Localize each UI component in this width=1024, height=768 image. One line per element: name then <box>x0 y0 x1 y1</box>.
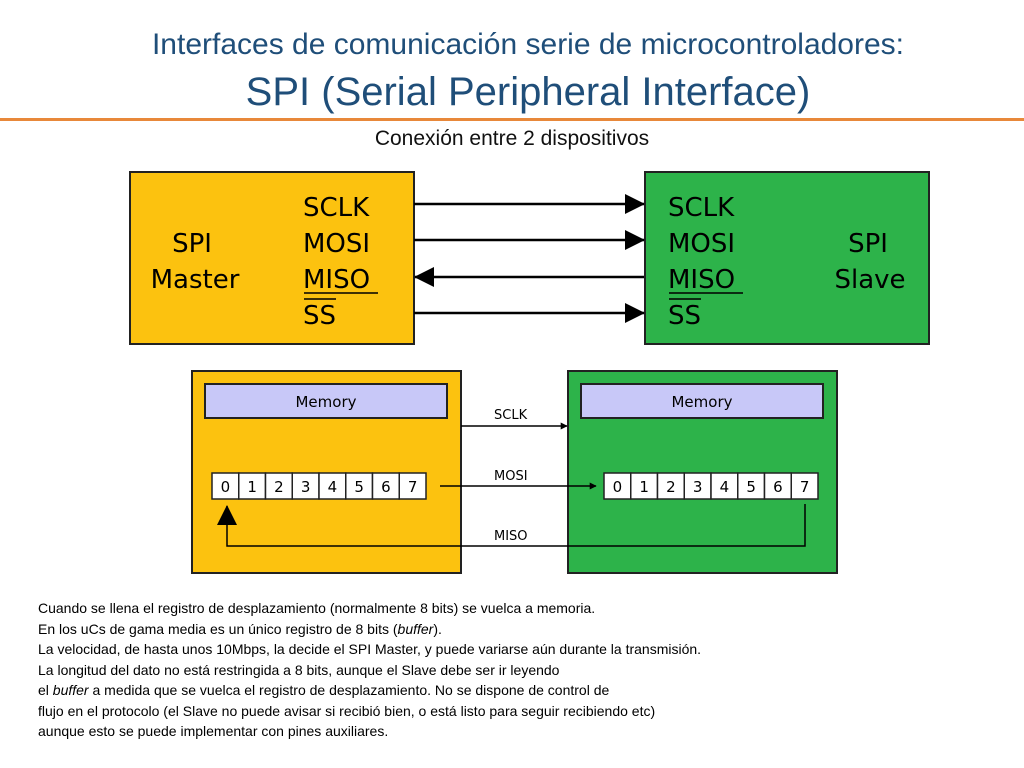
spi-master-box <box>129 171 415 345</box>
sclk-label: SCLK <box>494 408 528 423</box>
description-line-7: aunque esto se puede implementar con pin… <box>38 723 389 739</box>
master-memory-label: Memory <box>295 393 356 411</box>
master-register-cell <box>238 472 267 500</box>
master-pin-sclk: SCLK <box>303 193 370 223</box>
description-line-5: el buffer a medida que se vuelca el regi… <box>38 682 610 698</box>
slave-register-bit-4: 4 <box>720 478 730 496</box>
description-line-2: En los uCs de gama media es un único reg… <box>38 620 442 637</box>
top-diagram: SPI Master SCLK MOSI MISO SS SCLK MOSI M… <box>129 171 930 345</box>
master-register-bit-1: 1 <box>247 478 257 496</box>
slave-register-cell <box>710 472 739 500</box>
slave-register-cell <box>630 472 659 500</box>
description-line-6: flujo en el protocolo (el Slave no puede… <box>38 702 656 719</box>
master-pin-mosi: MOSI <box>303 229 370 259</box>
master-register-cell <box>398 472 427 500</box>
master-register-bit-6: 6 <box>381 478 391 496</box>
slave-register-bit-5: 5 <box>746 478 756 496</box>
master-register-bit-2: 2 <box>274 478 284 496</box>
slave-pin-mosi: MOSI <box>668 229 735 259</box>
master-register-bit-3: 3 <box>301 478 311 496</box>
slave-register-cell <box>737 472 766 500</box>
subtitle: Conexión entre 2 dispositivos <box>374 127 650 150</box>
slave-register-bit-3: 3 <box>693 478 703 496</box>
title-line-2: SPI (Serial Peripheral Interface) <box>245 70 811 114</box>
master-register-cell <box>318 472 347 500</box>
slave-label-slave: Slave <box>834 265 905 295</box>
mosi-label: MOSI <box>494 469 528 484</box>
slave-register-cell <box>683 472 712 500</box>
master-register-cell <box>264 472 293 500</box>
master-pin-miso: MISO <box>303 265 370 295</box>
slave-pin-ss: SS <box>668 301 701 331</box>
spi-diagram: SPI Master SCLK MOSI MISO SS SCLK MOSI M… <box>129 171 930 574</box>
slave-register-bit-1: 1 <box>639 478 649 496</box>
description-line-1: Cuando se llena el registro de desplazam… <box>38 600 596 616</box>
master-label-master: Master <box>151 265 240 295</box>
slave-label-spi: SPI <box>848 229 888 259</box>
slave-register-bit-0: 0 <box>613 478 623 496</box>
master-register-bit-4: 4 <box>328 478 338 496</box>
slave-register-bit-7: 7 <box>800 478 810 496</box>
miso-line <box>217 504 806 547</box>
slave-register-cell <box>603 472 632 500</box>
slave-memory-label: Memory <box>671 393 732 411</box>
master-register-cell <box>291 472 320 500</box>
master-register-bit-7: 7 <box>408 478 418 496</box>
master-register-bit-0: 0 <box>221 478 231 496</box>
master-label-spi: SPI <box>172 229 212 259</box>
master-register-cell <box>211 472 240 500</box>
master-register-bit-5: 5 <box>354 478 364 496</box>
description-text: Cuando se llena el registro de desplazam… <box>38 598 998 742</box>
slave-memory-block <box>580 383 824 419</box>
slave-pin-miso: MISO <box>668 265 735 295</box>
slave-register-bit-6: 6 <box>773 478 783 496</box>
slave-pin-sclk: SCLK <box>668 193 735 223</box>
description-line-4: La longitud del dato no está restringida… <box>38 661 560 678</box>
title-line-1: Interfaces de comunicación serie de micr… <box>151 28 905 61</box>
master-register-cell <box>371 472 400 500</box>
slave-register-bit-2: 2 <box>666 478 676 496</box>
master-register-cell <box>345 472 374 500</box>
description-line-3: La velocidad, de hasta unos 10Mbps, la d… <box>38 641 702 657</box>
slave-register-cell <box>790 472 819 500</box>
master-pin-ss: SS <box>303 301 336 331</box>
master-memory-block <box>204 383 448 419</box>
spi-slave-box <box>644 171 930 345</box>
title-divider <box>0 118 1024 121</box>
miso-label: MISO <box>494 529 528 544</box>
